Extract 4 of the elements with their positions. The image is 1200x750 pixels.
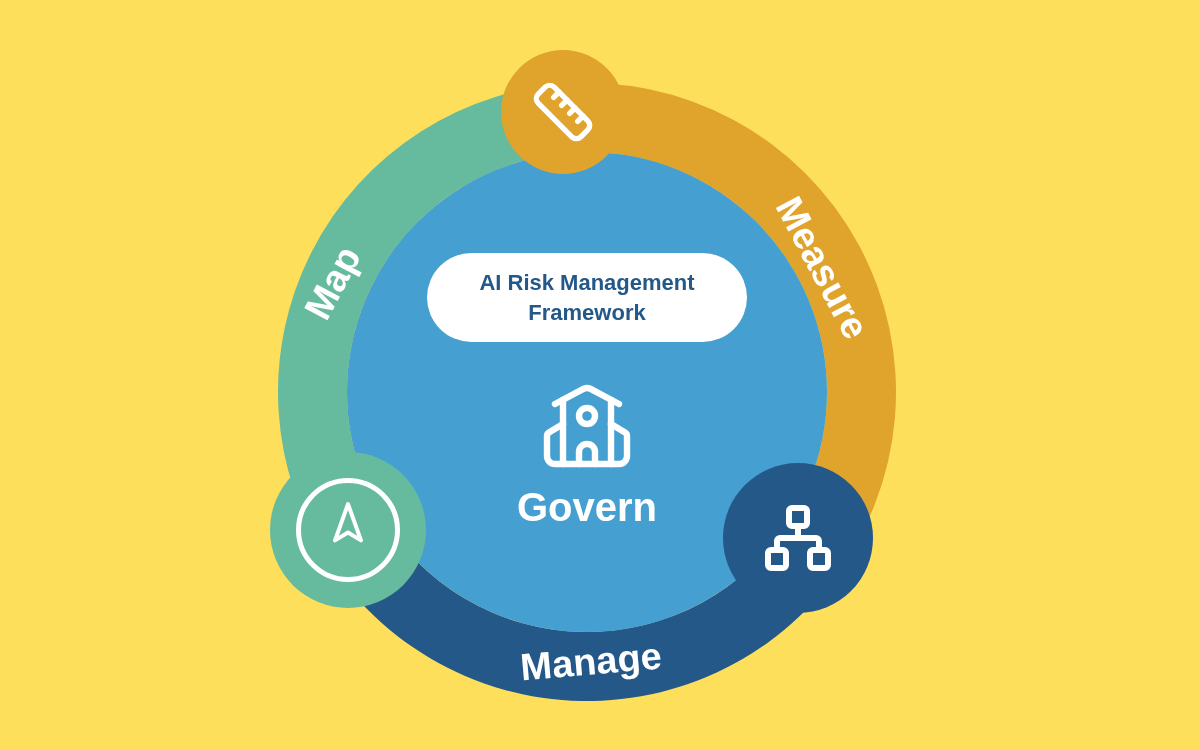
node-label: AI Risk Management Framework (478, 268, 696, 327)
ring-label: Manage (518, 627, 664, 697)
ring-label: Map (290, 236, 376, 330)
node-label: Govern (515, 484, 658, 531)
